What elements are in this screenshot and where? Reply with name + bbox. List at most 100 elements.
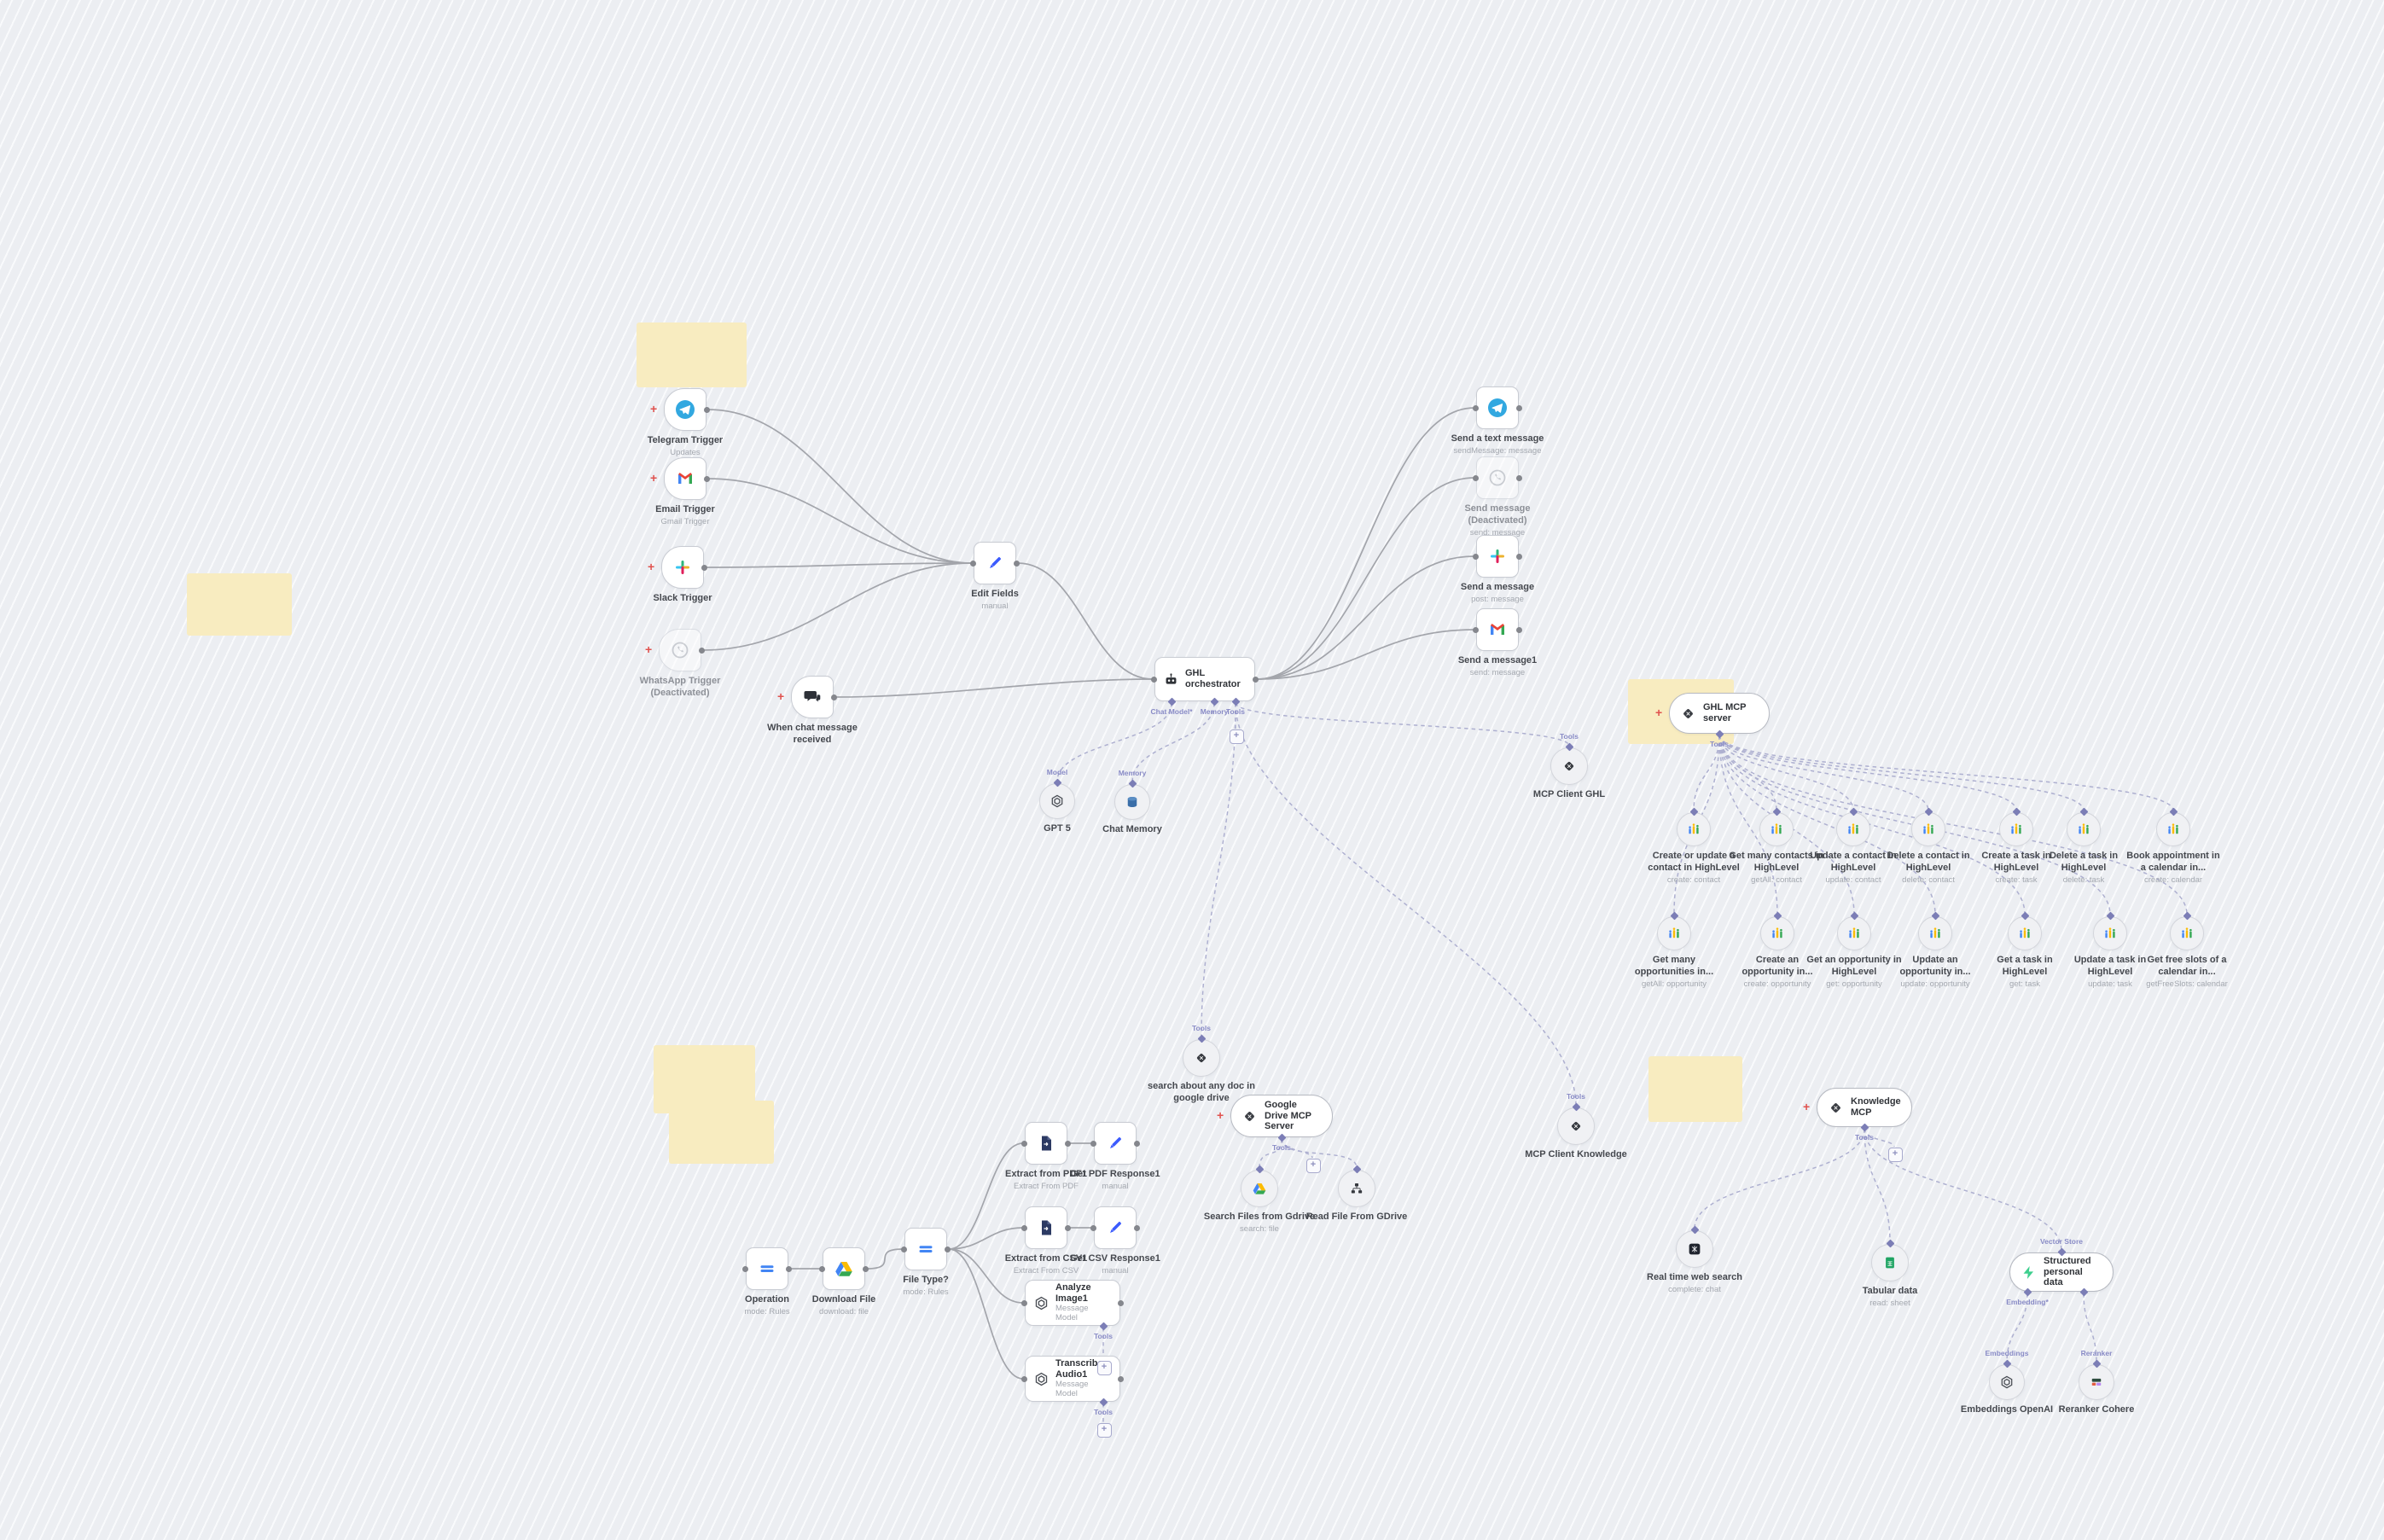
left-port[interactable] — [1473, 474, 1479, 481]
add-node-button[interactable]: + — [1096, 1422, 1112, 1438]
node-ghl-orchestrator[interactable]: GHL orchestrator — [1154, 657, 1255, 701]
right-port[interactable] — [1134, 1140, 1140, 1147]
node-file-type[interactable] — [904, 1228, 947, 1270]
ai-connection[interactable] — [2006, 1293, 2028, 1363]
connection[interactable] — [834, 678, 1154, 698]
ai-connection[interactable] — [1718, 735, 2026, 915]
ai-connection[interactable] — [1718, 735, 1854, 811]
left-port[interactable] — [1151, 676, 1157, 683]
node-edit-fields[interactable] — [974, 542, 1016, 584]
connection[interactable] — [948, 1248, 1024, 1380]
right-port[interactable] — [1253, 676, 1259, 683]
sticky-note[interactable] — [1648, 1056, 1742, 1122]
node-extract-csv[interactable] — [1025, 1206, 1067, 1249]
node-hl-update-opportunity[interactable] — [1918, 916, 1952, 950]
node-embeddings-openai[interactable] — [1989, 1364, 2025, 1400]
left-port[interactable] — [742, 1265, 748, 1272]
left-port[interactable] — [1473, 626, 1479, 633]
left-port[interactable] — [970, 560, 976, 567]
left-port[interactable] — [1021, 1375, 1027, 1382]
connection[interactable] — [948, 1142, 1024, 1250]
node-get-pdf-response[interactable] — [1094, 1122, 1137, 1165]
node-hl-get-contacts[interactable] — [1759, 812, 1794, 846]
node-tabular-data[interactable] — [1871, 1244, 1909, 1281]
ai-connection[interactable] — [1673, 735, 1720, 915]
left-port[interactable] — [901, 1246, 907, 1252]
node-send-slack[interactable] — [1476, 535, 1519, 578]
connection[interactable] — [1256, 407, 1475, 680]
node-hl-free-slots[interactable] — [2170, 916, 2204, 950]
node-get-csv-response[interactable] — [1094, 1206, 1137, 1249]
node-send-gmail[interactable] — [1476, 608, 1519, 651]
sticky-note[interactable] — [187, 573, 292, 636]
left-port[interactable] — [1021, 1299, 1027, 1306]
node-gpt5[interactable] — [1039, 783, 1075, 819]
connection[interactable] — [1017, 562, 1154, 680]
node-hl-delete-contact[interactable] — [1911, 812, 1945, 846]
right-port[interactable] — [1516, 553, 1522, 560]
ai-connection[interactable] — [1718, 735, 1778, 915]
node-hl-get-task[interactable] — [2008, 916, 2042, 950]
right-port[interactable] — [786, 1265, 792, 1272]
add-node-button[interactable]: + — [1305, 1158, 1321, 1173]
connection[interactable] — [1256, 477, 1475, 680]
add-node-button[interactable]: + — [1096, 1360, 1112, 1375]
left-port[interactable] — [1090, 1140, 1096, 1147]
node-chat-trigger[interactable] — [791, 676, 834, 718]
connection[interactable] — [1256, 555, 1475, 680]
node-ghl-mcp-server[interactable]: GHL MCP server — [1669, 693, 1770, 734]
node-hl-get-opportunity[interactable] — [1837, 916, 1871, 950]
node-search-gdrive-tool[interactable] — [1183, 1039, 1220, 1077]
add-node-button[interactable]: + — [1229, 729, 1244, 744]
right-port[interactable] — [1014, 560, 1020, 567]
connection[interactable] — [705, 562, 973, 568]
node-telegram-trigger[interactable] — [664, 388, 706, 431]
node-hl-get-opportunities[interactable] — [1657, 916, 1691, 950]
ai-connection[interactable] — [1718, 735, 2174, 811]
node-gdrive-mcp-server[interactable]: Google Drive MCP Server — [1230, 1095, 1333, 1137]
ai-connection[interactable] — [1718, 735, 2085, 811]
right-port[interactable] — [699, 647, 705, 654]
node-hl-create-task[interactable] — [1999, 812, 2033, 846]
left-port[interactable] — [819, 1265, 825, 1272]
connection[interactable] — [702, 562, 973, 651]
node-hl-update-task[interactable] — [2093, 916, 2127, 950]
ai-connection[interactable] — [1131, 702, 1215, 783]
ai-connection[interactable] — [1864, 1128, 2062, 1252]
connection[interactable] — [948, 1248, 1024, 1304]
ai-connection[interactable] — [1281, 1138, 1313, 1159]
right-port[interactable] — [945, 1246, 951, 1252]
node-hl-book-appointment[interactable] — [2156, 812, 2190, 846]
right-port[interactable] — [1516, 474, 1522, 481]
left-port[interactable] — [1021, 1140, 1027, 1147]
right-port[interactable] — [704, 475, 710, 482]
node-hl-create-opportunity[interactable] — [1760, 916, 1794, 950]
ai-connection[interactable] — [1201, 702, 1236, 1038]
left-port[interactable] — [1021, 1224, 1027, 1231]
node-hl-update-contact[interactable] — [1836, 812, 1870, 846]
ai-connection[interactable] — [1235, 702, 1577, 1107]
node-send-telegram[interactable] — [1476, 386, 1519, 429]
right-port[interactable] — [1118, 1299, 1124, 1306]
ai-connection[interactable] — [1864, 1128, 1891, 1243]
connection[interactable] — [866, 1248, 904, 1270]
node-mcp-client-ghl[interactable] — [1550, 747, 1588, 785]
node-email-trigger[interactable] — [664, 457, 706, 500]
sticky-note[interactable] — [637, 323, 747, 387]
node-hl-delete-task[interactable] — [2067, 812, 2101, 846]
right-port[interactable] — [1065, 1140, 1071, 1147]
node-slack-trigger[interactable] — [661, 546, 704, 589]
node-search-files-gdrive[interactable] — [1241, 1170, 1278, 1207]
node-mcp-client-knowledge[interactable] — [1557, 1107, 1595, 1145]
sticky-note[interactable] — [669, 1101, 774, 1164]
connection[interactable] — [1256, 629, 1475, 680]
right-port[interactable] — [1516, 626, 1522, 633]
right-port[interactable] — [1118, 1375, 1124, 1382]
ai-connection[interactable] — [1694, 1128, 1865, 1229]
right-port[interactable] — [701, 564, 707, 571]
left-port[interactable] — [1090, 1224, 1096, 1231]
right-port[interactable] — [1516, 404, 1522, 411]
right-port[interactable] — [1065, 1224, 1071, 1231]
node-read-file-gdrive[interactable] — [1338, 1170, 1375, 1207]
